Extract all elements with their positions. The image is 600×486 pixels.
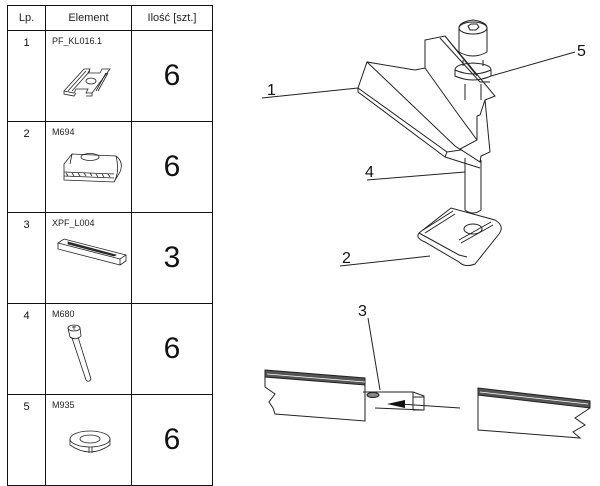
quantity: 6 bbox=[131, 394, 213, 486]
part-code: M935 bbox=[52, 400, 75, 410]
header-lp: Lp. bbox=[7, 5, 46, 31]
callout-5: 5 bbox=[577, 43, 586, 60]
callout-4: 4 bbox=[365, 164, 374, 181]
table-row: 2 M694 6 bbox=[7, 121, 213, 213]
callout-line-4 bbox=[366, 171, 466, 181]
bolt-icon bbox=[67, 324, 92, 382]
quantity: 6 bbox=[131, 303, 213, 395]
element-cell: M694 bbox=[45, 121, 132, 213]
header-element: Element bbox=[45, 5, 132, 31]
assembly-diagram: 1 5 4 2 3 bbox=[261, 19, 591, 439]
row-number: 3 bbox=[7, 212, 46, 304]
quantity: 6 bbox=[131, 30, 213, 122]
part-code: XPF_L004 bbox=[52, 218, 95, 228]
callout-line-5 bbox=[490, 51, 576, 77]
row-number: 2 bbox=[7, 121, 46, 213]
table-row: 5 M935 6 bbox=[7, 394, 213, 486]
rail-joint-assembly bbox=[264, 369, 591, 439]
row-number: 5 bbox=[7, 394, 46, 486]
row-number: 1 bbox=[7, 30, 46, 122]
table-row: 3 XPF_L004 3 bbox=[7, 212, 213, 304]
part-code: M694 bbox=[52, 127, 75, 137]
part-code: M680 bbox=[52, 309, 75, 319]
slot-nut-icon bbox=[63, 153, 122, 183]
callout-3: 3 bbox=[358, 303, 367, 320]
header-qty: Ilość [szt.] bbox=[131, 5, 213, 31]
spring-washer-icon bbox=[69, 430, 111, 453]
element-cell: XPF_L004 bbox=[45, 212, 132, 304]
connector-bar-icon bbox=[57, 238, 127, 266]
quantity: 6 bbox=[131, 121, 213, 213]
clamp-assembly bbox=[357, 19, 502, 267]
callout-1: 1 bbox=[267, 82, 276, 99]
part-code: PF_KL016.1 bbox=[52, 36, 103, 46]
table-header-row: Lp. Element Ilość [szt.] bbox=[7, 5, 213, 31]
parts-table: Lp. Element Ilość [szt.] 1 PF_KL016.1 6 … bbox=[7, 5, 213, 486]
element-cell: M935 bbox=[45, 394, 132, 486]
callout-line-2 bbox=[339, 255, 431, 267]
insertion-arrow bbox=[399, 403, 461, 409]
quantity: 3 bbox=[131, 212, 213, 304]
table-row: 4 M680 6 bbox=[7, 303, 213, 395]
callout-line-3 bbox=[367, 317, 381, 391]
row-number: 4 bbox=[7, 303, 46, 395]
clamp-icon bbox=[63, 68, 111, 97]
callout-line-1 bbox=[261, 87, 359, 99]
table-row: 1 PF_KL016.1 6 bbox=[7, 30, 213, 122]
element-cell: M680 bbox=[45, 303, 132, 395]
callout-2: 2 bbox=[342, 250, 351, 267]
element-cell: PF_KL016.1 bbox=[45, 30, 132, 122]
